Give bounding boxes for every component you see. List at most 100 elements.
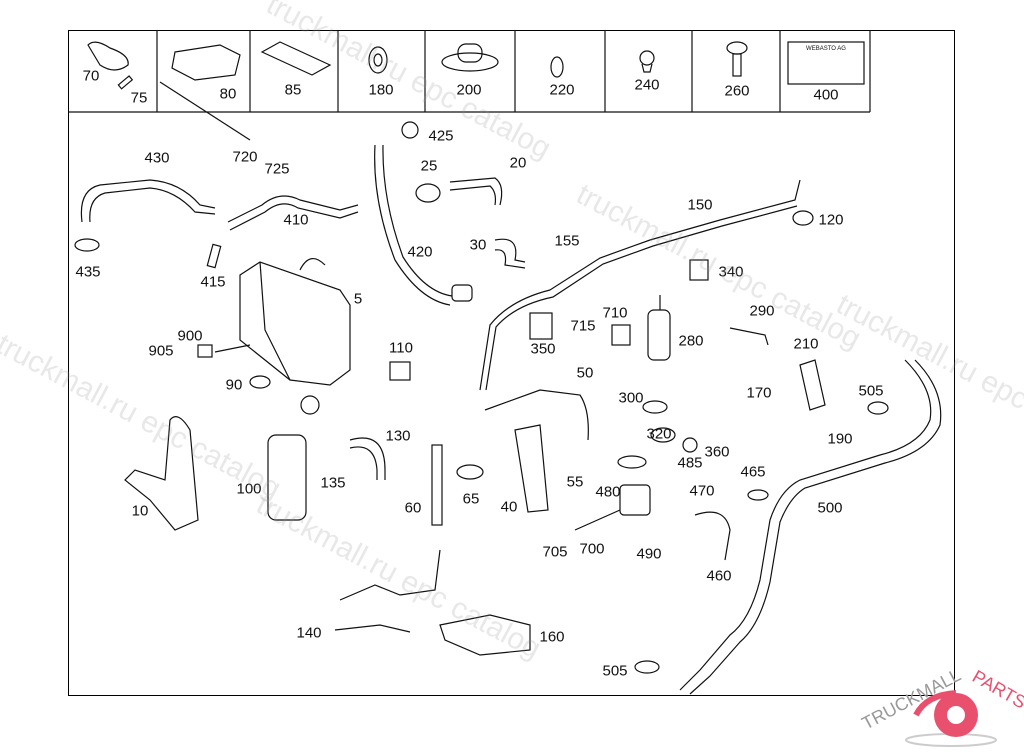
callout-460[interactable]: 460: [706, 567, 732, 585]
callout-20[interactable]: 20: [509, 154, 527, 172]
callout-80[interactable]: 80: [219, 85, 237, 103]
hose-30: [494, 238, 526, 269]
svg-text:TRUCKMALL: TRUCKMALL: [858, 665, 964, 734]
callout-705[interactable]: 705: [542, 543, 568, 561]
hose-140: [334, 549, 441, 633]
callout-110[interactable]: 110: [389, 339, 413, 357]
callout-480[interactable]: 480: [595, 483, 621, 501]
clip-415: [206, 243, 222, 269]
callout-470[interactable]: 470: [689, 482, 715, 500]
control-unit-80-icon: [159, 44, 251, 141]
callout-160[interactable]: 160: [539, 628, 565, 646]
hose-500: [679, 359, 942, 695]
callout-155[interactable]: 155: [554, 232, 580, 250]
callout-720[interactable]: 720: [232, 148, 258, 166]
callout-280[interactable]: 280: [678, 332, 704, 350]
top-parts-row: [68, 30, 871, 113]
callout-5[interactable]: 5: [353, 290, 363, 308]
callout-190[interactable]: 190: [827, 430, 853, 448]
callout-320[interactable]: 320: [646, 425, 672, 443]
callout-260[interactable]: 260: [724, 82, 750, 100]
pipe-60: [431, 444, 443, 526]
part-160: [439, 614, 531, 656]
callout-425[interactable]: 425: [428, 127, 454, 145]
callout-300[interactable]: 300: [618, 389, 644, 407]
logo-text: TRUCKMALL PARTS: [858, 665, 1024, 734]
callout-25[interactable]: 25: [420, 157, 438, 175]
callout-505[interactable]: 505: [858, 382, 884, 400]
callout-10[interactable]: 10: [131, 502, 149, 520]
holder-340: [689, 259, 709, 281]
callout-900[interactable]: 900: [177, 327, 203, 345]
callout-400[interactable]: 400: [813, 86, 839, 104]
callout-120[interactable]: 120: [818, 211, 844, 229]
clamp-65: [456, 464, 484, 480]
callout-415[interactable]: 415: [200, 273, 226, 291]
clamp-425: [401, 121, 419, 139]
label-plate-title: WEBASTO AG: [806, 46, 846, 52]
pin-75-icon: [117, 75, 134, 90]
callout-465[interactable]: 465: [740, 463, 766, 481]
pad-85-icon: [260, 41, 332, 76]
plug-260-icon: [726, 41, 748, 77]
callout-30[interactable]: 30: [469, 236, 487, 254]
callout-715[interactable]: 715: [570, 317, 596, 335]
callout-500[interactable]: 500: [817, 499, 843, 517]
callout-70[interactable]: 70: [82, 67, 100, 85]
callout-435[interactable]: 435: [75, 263, 101, 281]
callout-700[interactable]: 700: [579, 540, 605, 558]
label-plate-400-icon: [787, 41, 865, 85]
callout-410[interactable]: 410: [283, 211, 309, 229]
callout-90[interactable]: 90: [225, 376, 243, 394]
callout-420[interactable]: 420: [407, 243, 433, 261]
callout-360[interactable]: 360: [704, 443, 730, 461]
callout-65[interactable]: 65: [462, 490, 480, 508]
callout-140[interactable]: 140: [296, 624, 322, 642]
callout-430[interactable]: 430: [144, 149, 170, 167]
hose-430: [80, 179, 216, 223]
bracket-210: [799, 359, 826, 411]
callout-290[interactable]: 290: [749, 302, 775, 320]
callout-100[interactable]: 100: [236, 480, 262, 498]
callout-85[interactable]: 85: [284, 81, 302, 99]
filter-710: [611, 324, 631, 346]
callout-130[interactable]: 130: [385, 427, 411, 445]
callout-240[interactable]: 240: [634, 76, 660, 94]
callout-350[interactable]: 350: [530, 340, 556, 358]
callout-340[interactable]: 340: [718, 263, 744, 281]
callout-150[interactable]: 150: [687, 196, 713, 214]
callout-725[interactable]: 725: [264, 160, 290, 178]
callout-200[interactable]: 200: [456, 81, 482, 99]
callout-60[interactable]: 60: [404, 499, 422, 517]
callout-220[interactable]: 220: [549, 81, 575, 99]
callout-710[interactable]: 710: [602, 304, 628, 322]
clamp-120: [792, 210, 814, 226]
callout-50[interactable]: 50: [576, 364, 594, 382]
callout-505[interactable]: 505: [602, 662, 628, 680]
grommet-200-icon: [441, 43, 499, 72]
gear-logo-icon: [905, 690, 997, 747]
clamp-25: [415, 183, 441, 203]
callout-75[interactable]: 75: [130, 89, 148, 107]
heater-5: [239, 258, 351, 415]
bracket-10: [124, 416, 199, 531]
line-50: [484, 389, 589, 441]
hose-290: [729, 327, 769, 346]
svg-text:PARTS: PARTS: [969, 666, 1024, 713]
callout-135[interactable]: 135: [320, 474, 346, 492]
bracket-40: [514, 424, 549, 513]
hose-20: [449, 177, 503, 206]
callout-905[interactable]: 905: [148, 342, 174, 360]
callout-170[interactable]: 170: [746, 384, 772, 402]
callout-210[interactable]: 210: [793, 335, 819, 353]
callout-55[interactable]: 55: [566, 473, 584, 491]
callout-40[interactable]: 40: [500, 498, 518, 516]
hose-130: [349, 437, 386, 480]
clamps-misc: [197, 344, 769, 501]
hose-460: [694, 511, 731, 561]
callout-485[interactable]: 485: [677, 454, 703, 472]
plug-240-icon: [639, 50, 655, 73]
callout-490[interactable]: 490: [636, 545, 662, 563]
callout-180[interactable]: 180: [368, 81, 394, 99]
